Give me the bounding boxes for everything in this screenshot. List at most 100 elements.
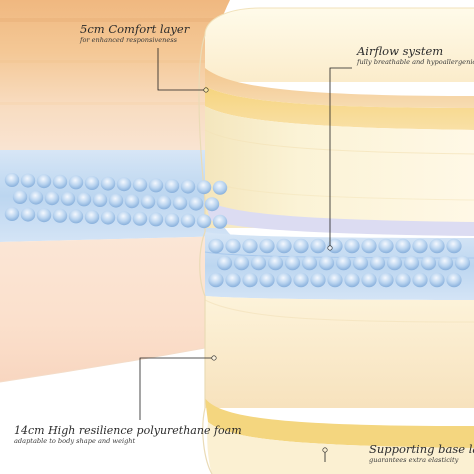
airflow-bump: [301, 255, 318, 271]
airflow-bump: [76, 192, 92, 207]
airflow-bump: [378, 272, 394, 288]
airflow-bump: [60, 191, 76, 206]
airflow-bump: [276, 272, 292, 288]
airflow-bump: [327, 272, 343, 288]
callout-base-layer: Supporting base layer guarantees extra e…: [369, 443, 474, 465]
airflow-bump: [429, 272, 445, 288]
airflow-bump: [212, 180, 228, 195]
airflow-bump: [225, 272, 241, 288]
airflow-bump: [164, 179, 180, 193]
base-layer-subtitle: guarantees extra elasticity: [369, 456, 459, 464]
airflow-bump: [52, 174, 68, 189]
airflow-bump: [242, 238, 258, 254]
airflow-bump: [412, 272, 428, 288]
airflow-bumps-right: [208, 238, 471, 288]
airflow-bump: [344, 238, 360, 254]
airflow-bump: [108, 193, 124, 208]
airflow-bump: [132, 177, 148, 192]
airflow-bump: [293, 272, 309, 288]
airflow-bump: [132, 211, 148, 226]
airflow-bump: [140, 194, 156, 209]
airflow-bump: [335, 255, 352, 271]
airflow-bump: [12, 190, 28, 204]
airflow-bump: [454, 255, 471, 271]
airflow-bump: [20, 173, 36, 188]
airflow-bump: [208, 272, 224, 288]
airflow-bump: [386, 255, 403, 271]
airflow-bump: [100, 176, 116, 191]
airflow-bump: [4, 207, 20, 221]
airflow-bump: [233, 255, 250, 271]
airflow-bump: [20, 207, 36, 222]
leader-foam-dot: [211, 355, 217, 361]
leader-comfort: [157, 48, 204, 91]
airflow-bump: [446, 238, 462, 254]
airflow-bump: [188, 196, 204, 211]
airflow-bump: [164, 213, 180, 227]
airflow-bump: [395, 272, 411, 288]
airflow-bump: [361, 272, 377, 288]
leader-comfort-dot: [203, 87, 209, 93]
airflow-bump: [267, 255, 284, 271]
comfort-layer-title: 5cm Comfort layer: [80, 22, 190, 36]
comfort-layer-subtitle: for enhanced responsiveness: [80, 36, 178, 44]
airflow-system-subtitle: fully breathable and hypoallergenic: [357, 58, 474, 66]
airflow-bump: [36, 208, 52, 223]
leader-lines: [139, 48, 352, 462]
airflow-bump: [216, 255, 233, 271]
airflow-bump: [293, 238, 309, 254]
airflow-bump: [180, 213, 196, 228]
airflow-bump: [156, 195, 172, 210]
airflow-bump: [284, 255, 301, 271]
airflow-bump: [276, 238, 292, 254]
airflow-bump: [395, 238, 411, 254]
airflow-bumps-left: [4, 173, 228, 229]
callout-airflow-system: Airflow system fully breathable and hypo…: [357, 45, 474, 67]
airflow-bump: [361, 238, 377, 254]
airflow-bump: [100, 210, 116, 225]
airflow-bump: [225, 238, 241, 254]
airflow-bump: [68, 209, 84, 224]
airflow-bump: [259, 272, 275, 288]
airflow-bump: [4, 173, 20, 187]
airflow-bump: [420, 255, 437, 271]
airflow-bump: [68, 175, 84, 190]
airflow-system-title: Airflow system: [357, 44, 444, 58]
airflow-bump: [403, 255, 420, 271]
airflow-bump: [204, 197, 220, 212]
airflow-bump: [116, 177, 132, 192]
airflow-bump: [92, 193, 108, 207]
airflow-bump: [180, 179, 196, 194]
leader-airflow: [329, 67, 352, 246]
airflow-bump: [84, 176, 100, 190]
leader-foam: [139, 357, 212, 420]
airflow-bump: [124, 194, 140, 209]
airflow-bump: [212, 214, 228, 229]
airflow-bump: [437, 255, 454, 271]
airflow-bump: [84, 210, 100, 224]
airflow-bump: [310, 272, 326, 288]
callout-comfort-layer: 5cm Comfort layer for enhanced responsiv…: [80, 23, 189, 45]
airflow-bump: [172, 196, 188, 210]
foam-core-subtitle: adaptable to body shape and weight: [14, 437, 136, 445]
airflow-bump: [208, 238, 224, 254]
airflow-bump: [318, 255, 335, 271]
foam-core-title: 14cm High resilience polyurethane foam: [14, 424, 242, 437]
base-layer-title: Supporting base layer: [369, 442, 474, 456]
airflow-bump: [36, 174, 52, 189]
airflow-bump: [310, 238, 326, 254]
airflow-bump: [52, 208, 68, 223]
airflow-bump: [242, 272, 258, 288]
leader-airflow-dot: [327, 245, 333, 251]
airflow-bump: [196, 180, 212, 195]
airflow-bump: [412, 238, 428, 254]
airflow-bump: [196, 214, 212, 229]
callout-foam-core: 14cm High resilience polyurethane foam a…: [14, 424, 242, 446]
airflow-bump: [116, 211, 132, 226]
airflow-bump: [250, 255, 267, 271]
airflow-bump: [429, 238, 445, 254]
airflow-bump: [446, 272, 462, 288]
airflow-bump: [378, 238, 394, 254]
